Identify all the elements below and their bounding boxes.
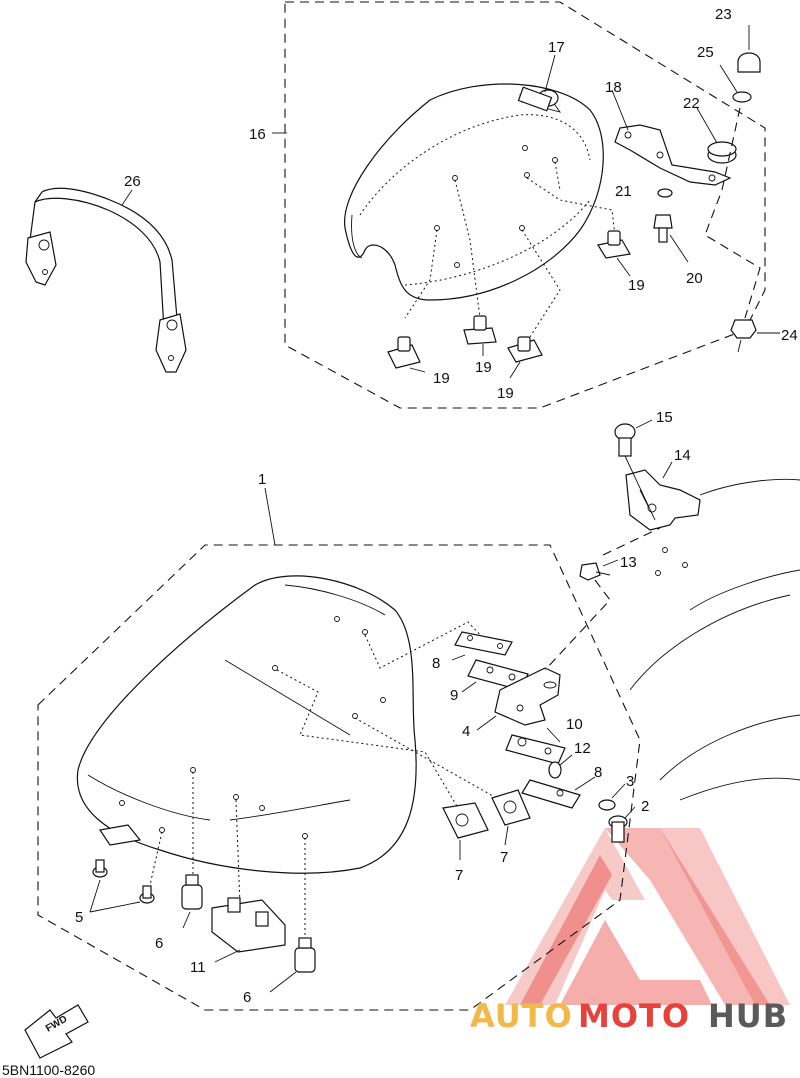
part-5-screw	[139, 885, 155, 904]
callout-5: 5	[75, 909, 83, 926]
rider-seat-mounting-lines	[149, 621, 501, 935]
forward-arrow-icon	[24, 1004, 89, 1059]
callout-17: 17	[548, 39, 565, 56]
part-10-plate	[505, 734, 566, 765]
callout-16: 16	[249, 126, 266, 143]
watermark-logo	[505, 828, 790, 1005]
callout-12: 12	[574, 740, 591, 757]
callout-3: 3	[626, 773, 634, 790]
part-19-clip	[387, 336, 421, 369]
part-19-clip	[597, 230, 631, 259]
part-12-rubber	[548, 761, 562, 779]
callout-13: 13	[620, 554, 637, 571]
part-6-damper	[181, 874, 203, 910]
part-20-bolt	[653, 214, 673, 243]
callout-19: 19	[475, 359, 492, 376]
callout-18: 18	[605, 79, 622, 96]
part-13-bolt	[579, 562, 611, 581]
callout-8: 8	[432, 655, 440, 672]
diagram-code: 5BN1100-8260	[2, 1062, 95, 1078]
callout-21: 21	[615, 183, 632, 200]
callout-20: 20	[686, 270, 703, 287]
part-6-damper	[294, 937, 316, 973]
watermark-word-hub: HUB	[708, 997, 788, 1035]
callout-26: 26	[124, 173, 141, 190]
frame-outline	[629, 478, 800, 801]
callout-2: 2	[641, 798, 649, 815]
part-8-plate	[521, 779, 581, 809]
part-8-plate	[454, 631, 513, 656]
callout-6: 6	[155, 935, 163, 952]
callout-23: 23	[715, 6, 732, 23]
callout-7: 7	[500, 849, 508, 866]
callout-15: 15	[656, 409, 673, 426]
part-7-clip	[491, 789, 531, 826]
part-11-block	[211, 897, 286, 953]
callout-11: 11	[190, 959, 206, 976]
passenger-seat	[344, 83, 604, 301]
part-5-plate	[98, 824, 142, 846]
watermark-text: AUTO MOTO HUB	[470, 997, 788, 1035]
callout-19: 19	[628, 277, 645, 294]
part-5-screw	[92, 859, 108, 878]
part-14-bracket	[625, 469, 701, 531]
part-3-washer	[598, 799, 616, 811]
part-4-bracket	[494, 667, 561, 726]
callout-6: 6	[243, 989, 251, 1006]
callout-10: 10	[566, 716, 583, 733]
part-15-bolt	[614, 423, 636, 457]
callout-4: 4	[462, 723, 470, 740]
callout-19: 19	[497, 385, 514, 402]
watermark-word-moto: MOTO	[578, 997, 690, 1035]
rider-seat	[76, 575, 417, 874]
callout-25: 25	[697, 44, 714, 61]
callout-24: 24	[781, 327, 798, 344]
passenger-seat-mounting-lines	[404, 161, 616, 341]
part-19-clip	[507, 336, 543, 363]
part-21-washer	[657, 188, 673, 198]
part-24-nut	[730, 319, 757, 339]
watermark-word-auto: AUTO	[470, 997, 573, 1035]
callout-8: 8	[594, 764, 602, 781]
callout-19: 19	[433, 370, 450, 387]
part-18-bracket	[611, 89, 732, 186]
part-2-screw	[608, 815, 628, 843]
callout-1: 1	[258, 471, 266, 488]
callout-7: 7	[455, 867, 463, 884]
part-23-cap-nut	[737, 52, 761, 73]
part-26-grab-bar	[25, 187, 187, 373]
part-25-washer	[732, 91, 752, 103]
part-19-clip	[463, 315, 497, 345]
callout-14: 14	[674, 447, 691, 464]
callout-22: 22	[683, 95, 700, 112]
callout-9: 9	[450, 687, 458, 704]
part-7-clip	[442, 802, 489, 839]
group-1-dashed-boundary	[37, 544, 641, 1011]
